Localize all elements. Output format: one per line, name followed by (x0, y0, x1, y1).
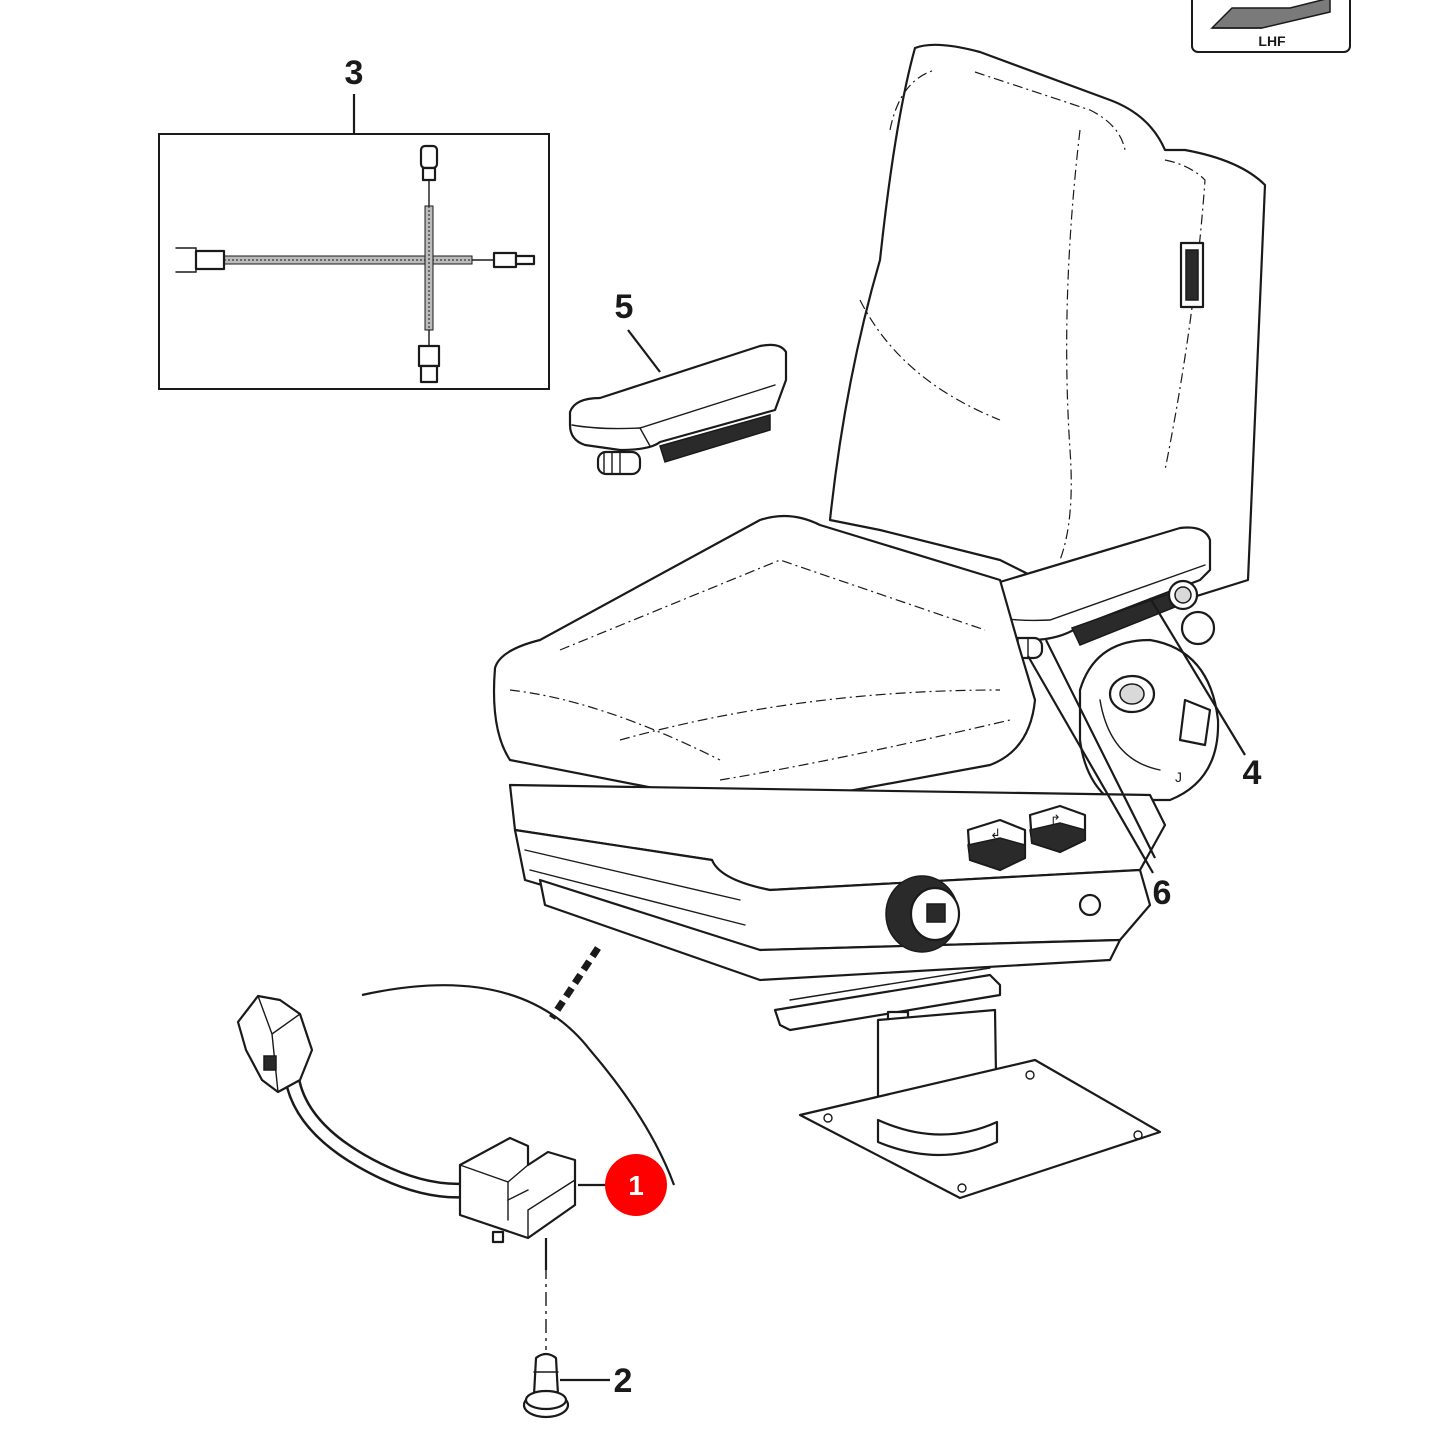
callout-5-label: 5 (615, 288, 634, 326)
harness-inset: 3 (158, 54, 550, 390)
svg-text:↲: ↲ (990, 826, 1001, 841)
callout-6-label: 6 (1153, 874, 1172, 912)
callout-4: 4 (1149, 597, 1262, 792)
callout-5: 5 (615, 288, 661, 373)
operator-seat-illustration: J ↲ ↱ (492, 43, 1267, 1200)
screw-icon (522, 1352, 570, 1419)
svg-text:↱: ↱ (1050, 812, 1061, 827)
callout-1-label: 1 (628, 1170, 644, 1201)
seat-switch-sensor-icon (236, 994, 577, 1244)
svg-text:J: J (1175, 769, 1182, 785)
wiring-harness-icon (175, 144, 536, 384)
orientation-badge-label: LHF (1258, 33, 1286, 49)
callout-1-highlight (605, 1154, 667, 1216)
callout-3-label: 3 (345, 54, 364, 92)
mounting-indicator (361, 946, 676, 1186)
callout-6: 6 (1027, 639, 1172, 912)
callout-2-label: 2 (614, 1362, 633, 1400)
callout-1: 1 (578, 1154, 667, 1216)
orientation-badge: LHF (1191, 0, 1351, 53)
callout-2: 2 (560, 1362, 632, 1400)
callout-4-label: 4 (1243, 754, 1262, 792)
